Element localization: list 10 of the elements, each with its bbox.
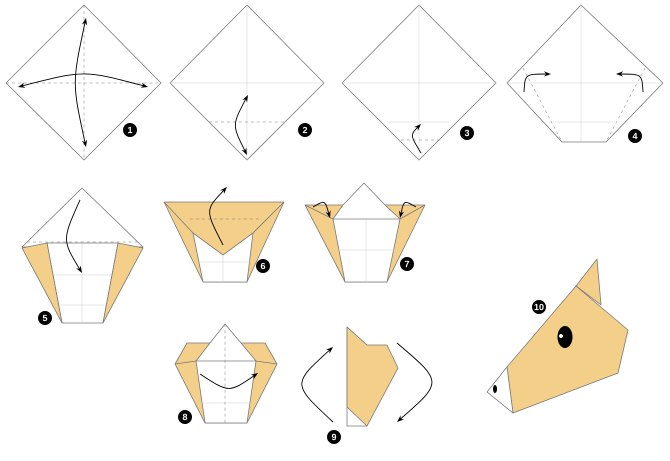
step-number: 5 — [38, 311, 52, 325]
step-number: 8 — [178, 410, 192, 424]
step-number: 6 — [256, 259, 270, 273]
step-number: 7 — [400, 257, 414, 271]
step-number: 3 — [460, 126, 474, 140]
step-number: 9 — [327, 430, 341, 444]
step-number: 4 — [628, 129, 642, 143]
step-number: 1 — [123, 123, 137, 137]
step-number: 10 — [532, 300, 546, 314]
step-number: 2 — [298, 123, 312, 137]
